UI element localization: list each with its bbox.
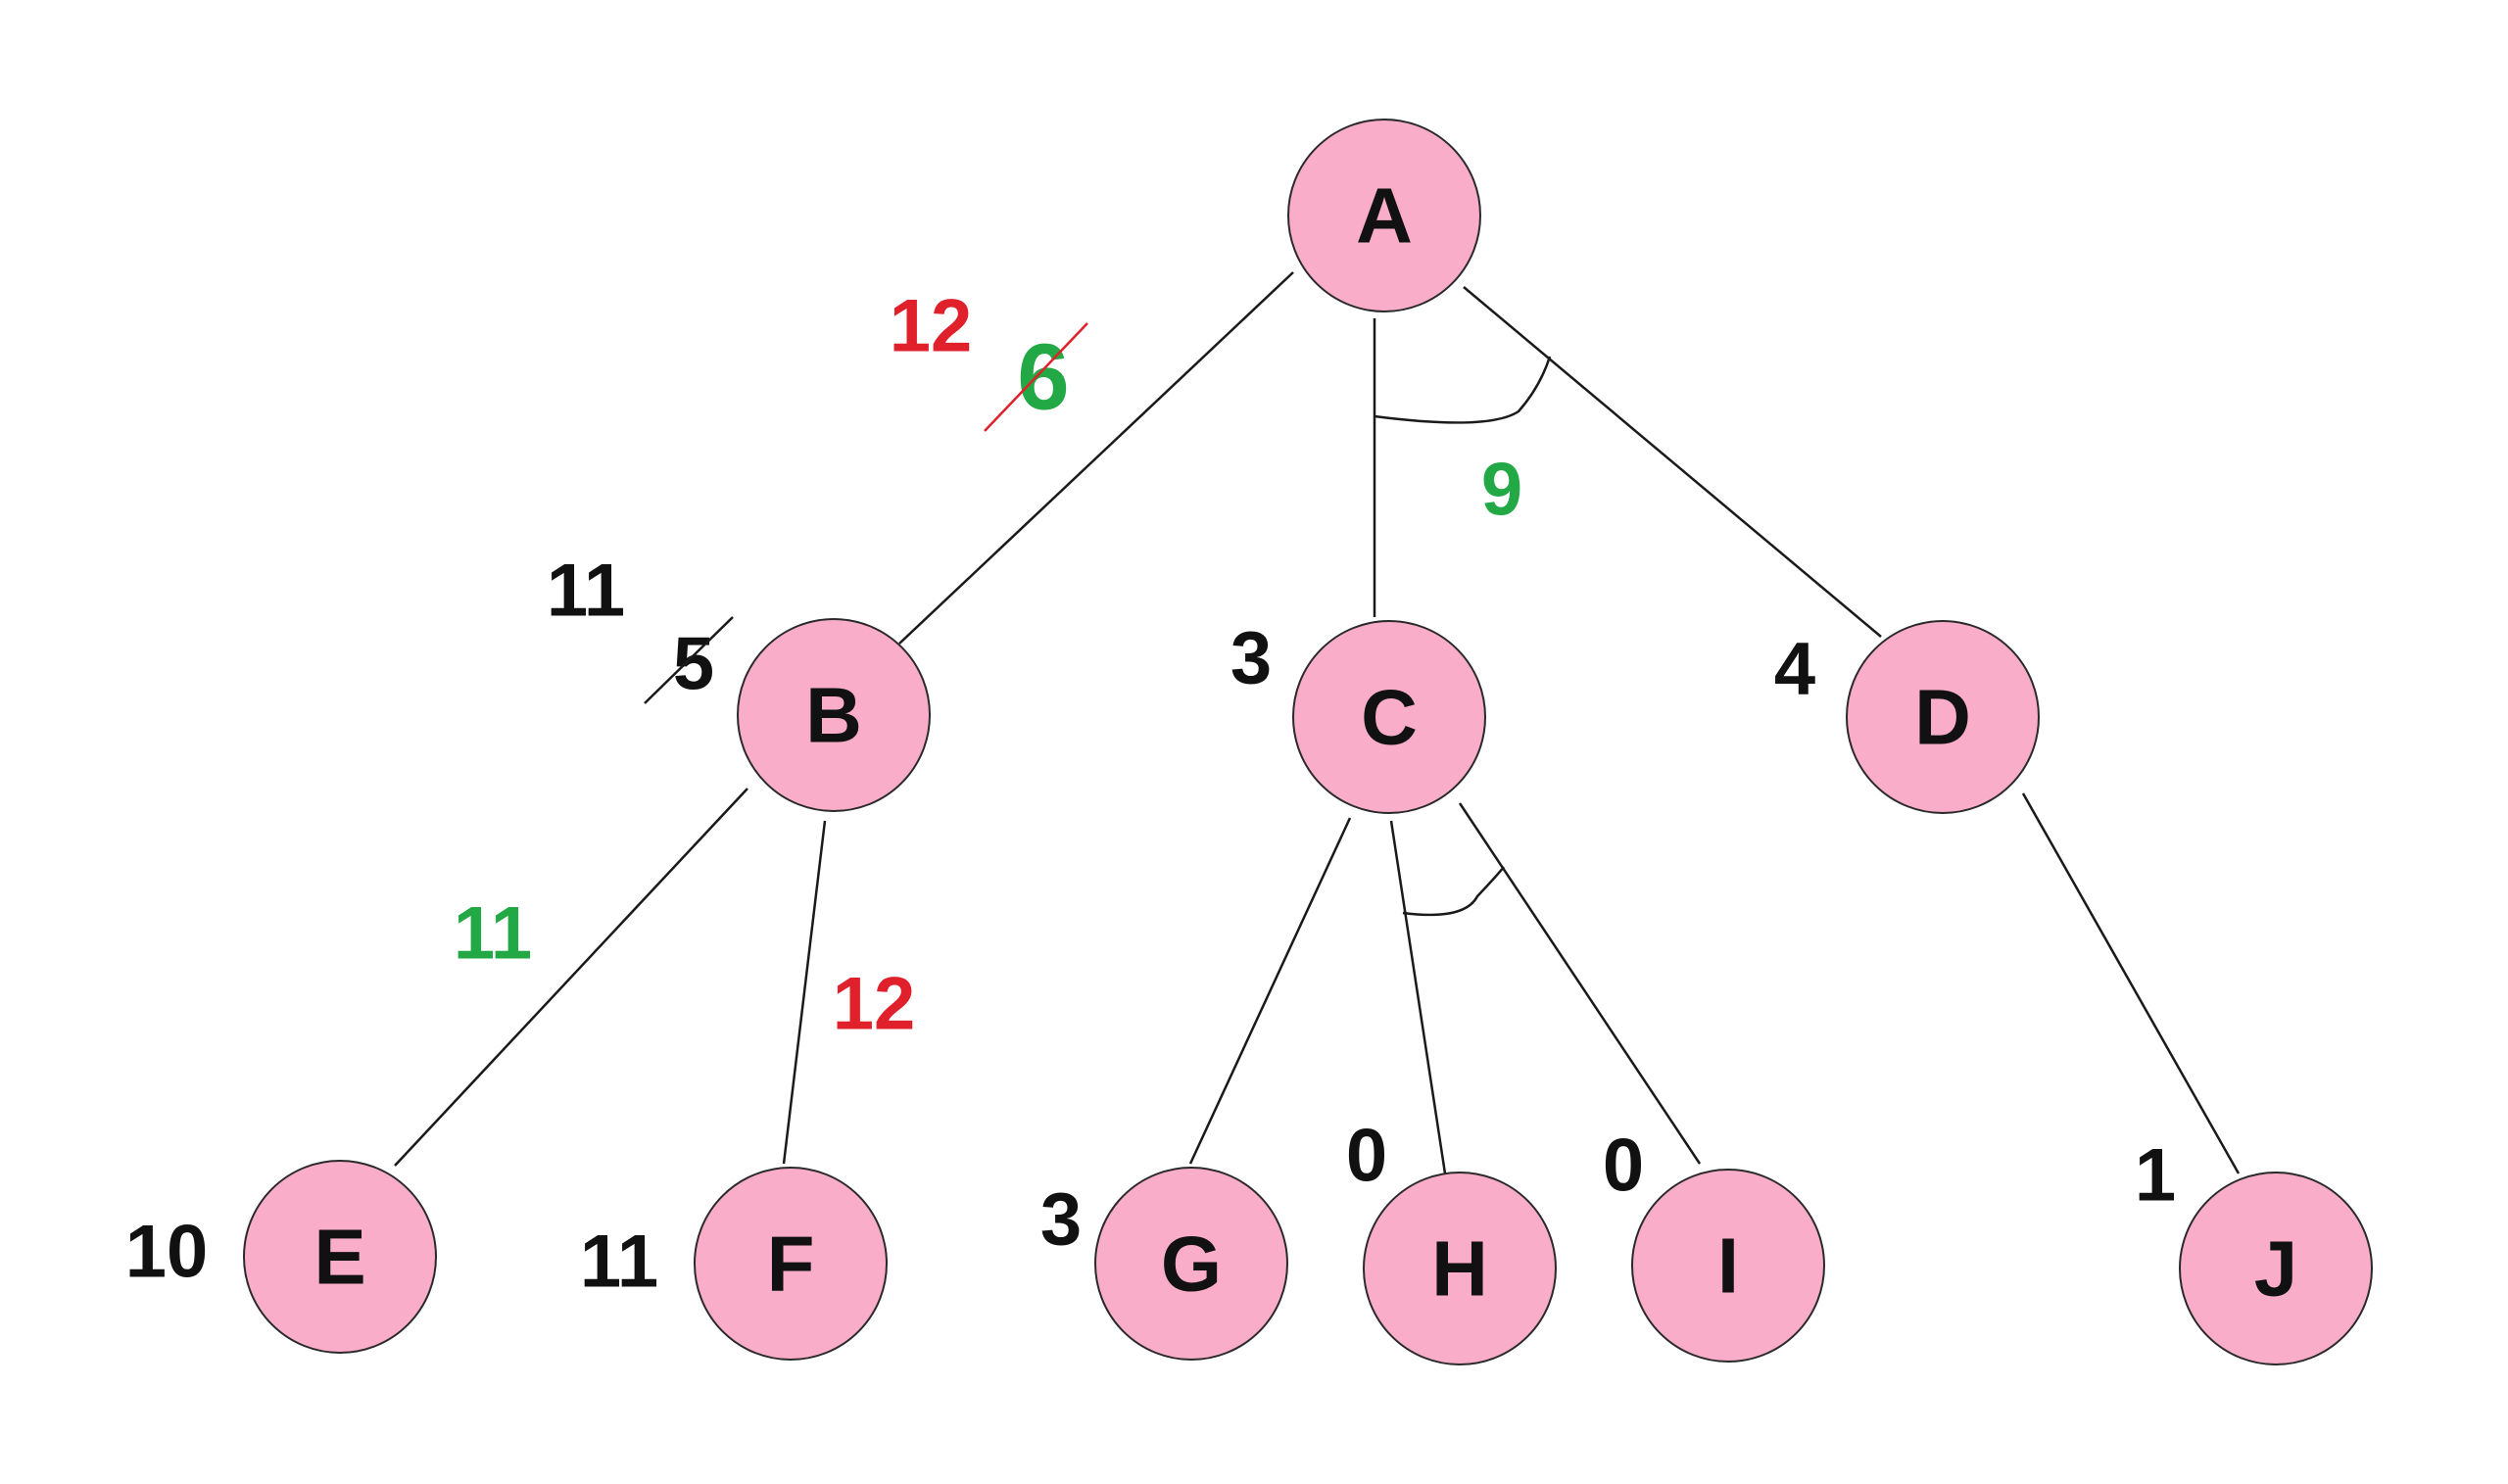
node-j-label: J [2254, 1225, 2298, 1313]
node-f-label: F [767, 1221, 815, 1308]
cost-ac-and-green: 9 [1481, 449, 1522, 532]
edge-a-d [1463, 286, 1882, 638]
node-j: J [2179, 1172, 2373, 1365]
edge-c-g [1188, 817, 1352, 1165]
node-i: I [1631, 1169, 1825, 1363]
node-c: C [1292, 620, 1486, 814]
cost-j: 1 [2135, 1134, 2176, 1218]
cost-a-red: 12 [890, 285, 973, 368]
cost-i: 0 [1603, 1125, 1644, 1208]
strike-a-green [984, 322, 1088, 432]
edge-d-j [2021, 792, 2241, 1174]
edge-c-h [1389, 820, 1447, 1174]
cost-b-new: 11 [547, 550, 625, 633]
and-arc-c [1402, 866, 1505, 917]
cost-labels: 12 6 9 11 5 3 4 11 12 10 11 3 0 0 1 [125, 285, 2176, 1304]
node-e: E [243, 1160, 437, 1354]
edges [394, 271, 2241, 1174]
node-i-label: I [1717, 1222, 1739, 1310]
cost-f: 11 [580, 1221, 658, 1304]
node-c-label: C [1361, 674, 1418, 761]
node-f: F [694, 1167, 888, 1361]
nodes: A B C D E F G H [243, 119, 2373, 1365]
node-d: D [1846, 620, 2040, 814]
cost-c: 3 [1230, 617, 1272, 700]
cost-be-green: 11 [454, 892, 532, 976]
node-g-label: G [1161, 1221, 1222, 1308]
cost-e: 10 [125, 1211, 209, 1294]
node-e-label: E [314, 1214, 365, 1301]
strike-b-old [644, 616, 734, 704]
node-d-label: D [1914, 674, 1971, 761]
node-h-label: H [1431, 1225, 1488, 1313]
node-b-label: B [805, 672, 862, 759]
cost-a-green-struck: 6 [1017, 325, 1069, 430]
edge-c-i [1458, 802, 1702, 1165]
node-a-label: A [1356, 172, 1413, 260]
cost-h: 0 [1346, 1115, 1387, 1198]
cost-b-old-struck: 5 [673, 623, 714, 706]
edge-b-f [782, 820, 827, 1165]
node-a: A [1287, 119, 1481, 312]
cost-d: 4 [1774, 628, 1815, 711]
node-b: B [737, 618, 931, 812]
cost-bf-red: 12 [833, 963, 916, 1046]
and-arc-a [1374, 356, 1552, 424]
edge-a-b [898, 271, 1294, 645]
node-h: H [1363, 1172, 1557, 1365]
edge-b-e [394, 788, 748, 1167]
node-g: G [1094, 1167, 1288, 1361]
cost-g: 3 [1040, 1178, 1082, 1262]
